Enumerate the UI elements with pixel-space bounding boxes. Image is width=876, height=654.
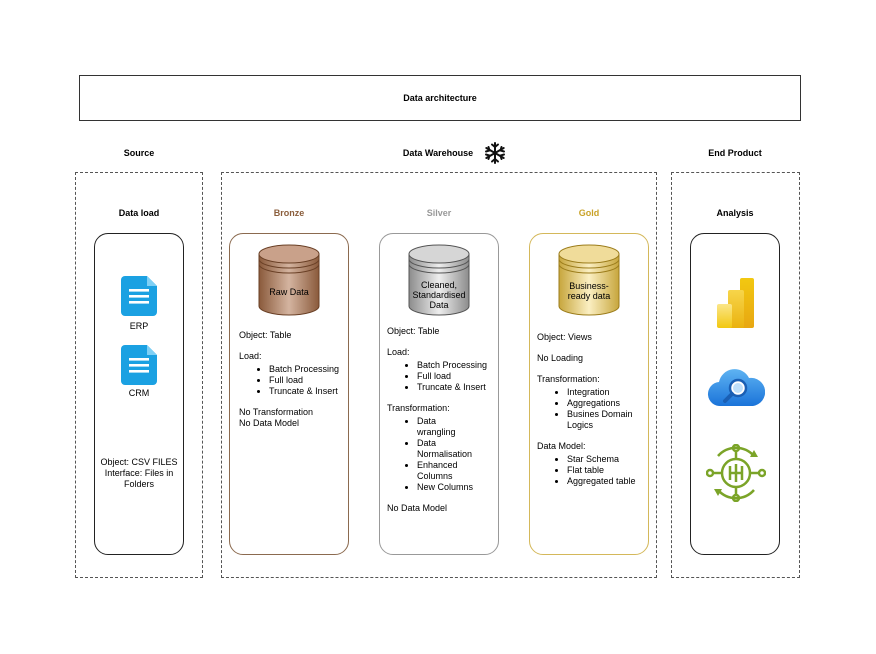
list-item: Aggregated table bbox=[567, 476, 649, 487]
layer-label-bronze: Bronze bbox=[273, 208, 305, 218]
file-icon-erp bbox=[121, 276, 157, 316]
layer-label-gold: Gold bbox=[578, 208, 600, 218]
silver-card bbox=[379, 233, 499, 555]
list-item: Batch Processing bbox=[417, 360, 497, 371]
silver-object: Object: Table bbox=[387, 326, 440, 336]
bronze-database-icon: Raw Data bbox=[258, 244, 320, 318]
gold-data-model: Data Model: bbox=[537, 441, 586, 451]
list-item: Batch Processing bbox=[269, 364, 347, 375]
layer-label-silver: Silver bbox=[426, 208, 452, 218]
file-icon-crm bbox=[121, 345, 157, 385]
analysis-card bbox=[690, 233, 780, 555]
source-card bbox=[94, 233, 184, 555]
gold-loading: No Loading bbox=[537, 353, 584, 363]
source-container bbox=[75, 172, 203, 578]
list-item: Data wrangling bbox=[417, 416, 477, 438]
power-bi-icon bbox=[716, 276, 756, 330]
end-product-container bbox=[671, 172, 800, 578]
ai-brain-icon bbox=[705, 443, 767, 503]
gold-card bbox=[529, 233, 649, 555]
analysis-heading: Analysis bbox=[716, 208, 754, 218]
list-item: Aggregations bbox=[567, 398, 643, 409]
list-item: Integration bbox=[567, 387, 643, 398]
page-title: Data architecture bbox=[79, 75, 801, 121]
gold-database-icon: Business-ready data bbox=[558, 244, 620, 318]
gold-data-model-list: Star Schema Flat table Aggregated table bbox=[537, 454, 649, 487]
warehouse-container bbox=[221, 172, 657, 578]
bronze-load-list: Batch Processing Full load Truncate & In… bbox=[239, 364, 347, 397]
source-heading: Data load bbox=[118, 208, 160, 218]
cloud-search-icon bbox=[707, 366, 766, 410]
silver-note: No Data Model bbox=[387, 503, 448, 513]
list-item: Truncate & Insert bbox=[417, 382, 497, 393]
bronze-object: Object: Table bbox=[239, 330, 292, 340]
bronze-card bbox=[229, 233, 349, 555]
source-interface: Interface: Files in Folders bbox=[104, 468, 174, 489]
silver-db-label: Cleaned, Standardised Data bbox=[412, 280, 466, 310]
bronze-db-label: Raw Data bbox=[269, 287, 309, 297]
list-item: Full load bbox=[417, 371, 497, 382]
section-label-source: Source bbox=[123, 148, 155, 158]
list-item: Flat table bbox=[567, 465, 649, 476]
silver-transformation-list: Data wrangling Data Normalisation Enhanc… bbox=[387, 416, 477, 493]
section-label-warehouse: Data Warehouse bbox=[402, 148, 474, 158]
silver-load: Load: bbox=[387, 347, 410, 357]
list-item: Full load bbox=[269, 375, 347, 386]
list-item: Enhanced Columns bbox=[417, 460, 477, 482]
file-label-crm: CRM bbox=[128, 388, 150, 398]
list-item: Star Schema bbox=[567, 454, 649, 465]
bronze-note: No Transformation bbox=[239, 407, 314, 417]
gold-details: Object: Views No Loading Transformation:… bbox=[537, 332, 649, 487]
bronze-load: Load: bbox=[239, 351, 262, 361]
silver-load-list: Batch Processing Full load Truncate & In… bbox=[387, 360, 497, 393]
file-label-erp: ERP bbox=[129, 321, 149, 331]
snowflake-icon bbox=[483, 141, 507, 165]
bronze-note: No Data Model bbox=[239, 418, 300, 428]
silver-transformation: Transformation: bbox=[387, 403, 450, 413]
silver-database-icon: Cleaned, Standardised Data bbox=[408, 244, 470, 318]
gold-db-label: Business-ready data bbox=[567, 281, 611, 301]
list-item: New Columns bbox=[417, 482, 477, 493]
section-label-end-product: End Product bbox=[708, 148, 762, 158]
gold-transformation: Transformation: bbox=[537, 374, 600, 384]
list-item: Busines Domain Logics bbox=[567, 409, 643, 431]
list-item: Truncate & Insert bbox=[269, 386, 347, 397]
gold-transformation-list: Integration Aggregations Busines Domain … bbox=[537, 387, 643, 431]
list-item: Data Normalisation bbox=[417, 438, 477, 460]
silver-details: Object: Table Load: Batch Processing Ful… bbox=[387, 326, 497, 514]
gold-object: Object: Views bbox=[537, 332, 592, 342]
page-title-text: Data architecture bbox=[403, 93, 477, 103]
bronze-details: Object: Table Load: Batch Processing Ful… bbox=[239, 330, 347, 429]
source-object: Object: CSV FILES bbox=[100, 457, 178, 467]
source-details: Object: CSV FILES Interface: Files in Fo… bbox=[96, 457, 182, 490]
